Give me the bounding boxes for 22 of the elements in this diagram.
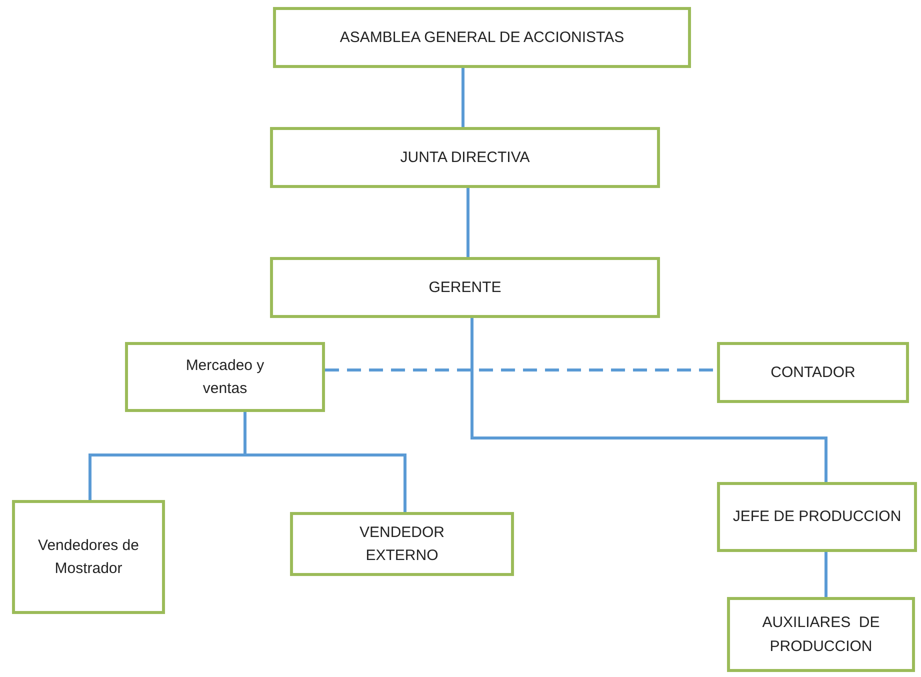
org-label: JEFE DE PRODUCCION [732, 507, 902, 528]
org-box [270, 127, 660, 188]
org-box [290, 512, 514, 576]
org-box [717, 342, 909, 403]
connector-line [470, 318, 828, 482]
org-label: ASAMBLEA GENERAL DE ACCIONISTAS [340, 28, 624, 48]
org-label: CONTADOR [770, 362, 856, 383]
org-box [273, 7, 691, 68]
org-box [12, 500, 165, 614]
org-box [270, 257, 660, 318]
connector-line [462, 68, 464, 127]
org-label: Vendedores de Mostrador [37, 536, 140, 579]
org-label: JUNTA DIRECTIVA [400, 148, 530, 168]
org-box [717, 482, 917, 552]
org-label: VENDEDOR EXTERNO [358, 522, 446, 566]
connector-line [466, 188, 470, 257]
org-box [727, 597, 915, 672]
org-label: GERENTE [428, 278, 502, 298]
org-label: Mercadeo y ventas [184, 356, 266, 399]
org-box [125, 342, 325, 412]
connector-line [824, 552, 828, 597]
org-label: AUXILIARES DE PRODUCCION [761, 613, 881, 656]
